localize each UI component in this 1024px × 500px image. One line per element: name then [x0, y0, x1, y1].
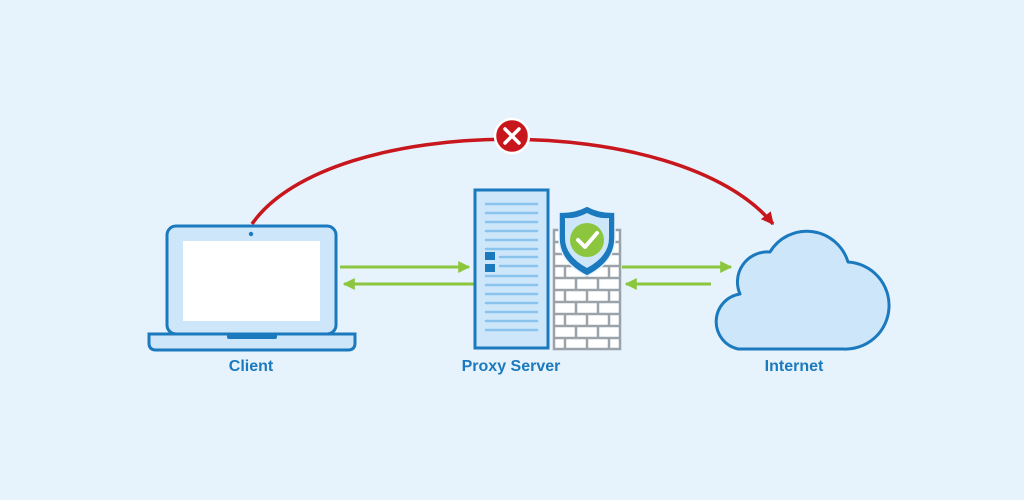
cloud-icon [714, 229, 891, 351]
client-label: Client [228, 358, 274, 375]
laptop-icon [147, 224, 357, 352]
shield-check-icon [558, 205, 616, 277]
proxy-server-label: Proxy Server [461, 358, 561, 375]
blocked-x-icon [493, 117, 531, 155]
server-icon [473, 188, 550, 350]
internet-label: Internet [764, 358, 824, 375]
